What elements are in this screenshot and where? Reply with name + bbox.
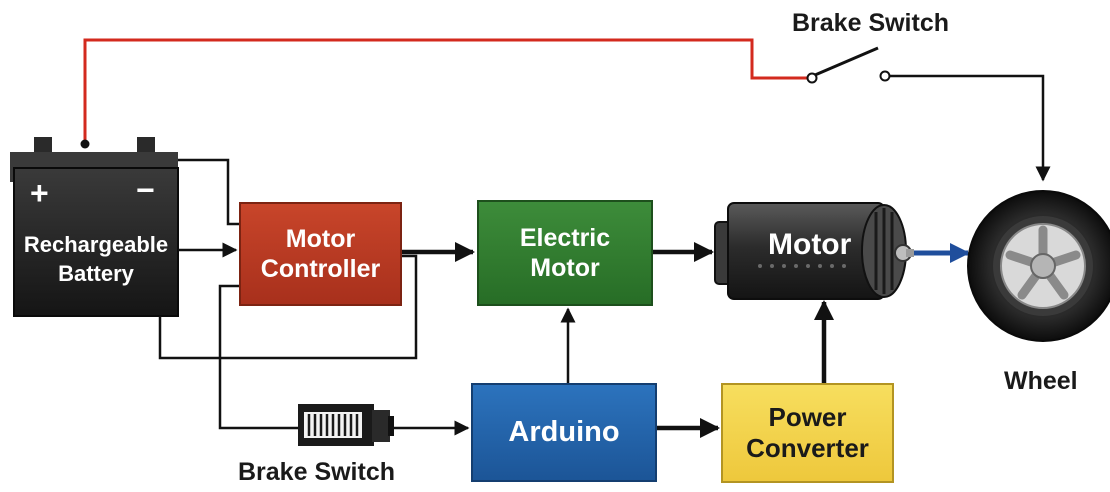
motor-controller-line1: Motor [285,225,356,253]
battery-label-line1: Rechargeable [23,232,169,257]
wheel-label: Wheel [1004,367,1078,395]
arduino-block: Arduino [471,383,657,482]
electric-motor-line1: Electric [519,224,611,252]
motor-icon [714,202,914,300]
battery-minus-sign: − [136,172,155,208]
motor-label: Motor [768,228,852,261]
battery-label-line2: Battery [58,260,134,286]
wheel-icon [967,190,1110,342]
battery-tap-node [80,139,90,149]
electric-motor-line2: Motor [530,254,600,282]
power-converter-line1: Power [768,401,847,432]
battery-icon [10,137,179,317]
brake-switch-top-label: Brake Switch [792,9,950,37]
red-wire [83,38,808,144]
brake-switch-bottom-icon [298,404,394,446]
motor-controller-block: Motor Controller [239,202,402,306]
power-converter-block: Power Converter [721,383,894,483]
battery-bottom-wire [158,254,418,360]
battery-top-wire [178,158,239,226]
battery-plus-sign: + [30,175,49,211]
motor-controller-line2: Controller [260,255,381,283]
battery-label: Rechargeable Battery [14,231,178,288]
electric-motor-block: Electric Motor [477,200,653,306]
power-converter-line2: Converter [746,433,869,463]
brake-switch-top-icon [806,46,891,84]
controller-brake-wire [218,284,300,430]
brake-switch-bottom-label: Brake Switch [238,458,396,486]
arduino-label: Arduino [508,416,620,449]
switch-to-wheel-wire [890,74,1051,182]
